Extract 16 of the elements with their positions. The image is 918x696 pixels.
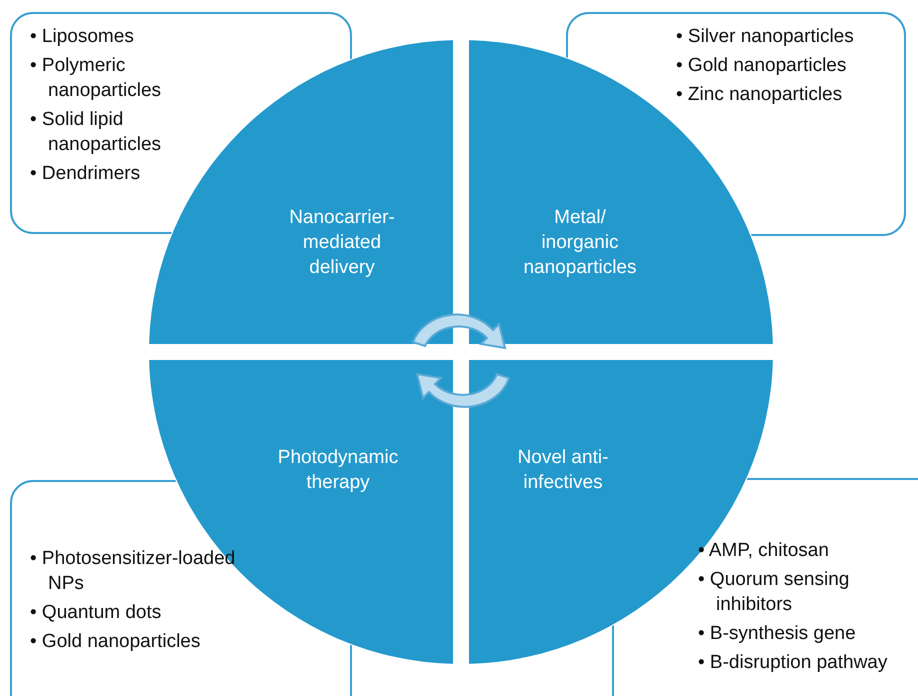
bullet-item: • Solid lipid nanoparticles bbox=[30, 108, 162, 157]
bullet-item: • Quantum dots bbox=[30, 601, 162, 625]
bullet-item: • Silver nanoparticles bbox=[676, 25, 855, 49]
bullet-item: • Gold nanoparticles bbox=[30, 630, 202, 654]
quadrant-label: Nanocarrier-mediated delivery bbox=[288, 206, 396, 280]
quadrant-label: Photodynamic therapy bbox=[276, 446, 400, 495]
bullet-item: • Polymeric nanoparticles bbox=[30, 54, 162, 103]
quadrant-label: Metal/ inorganic nanoparticles bbox=[522, 206, 638, 280]
bullet-item: • Liposomes bbox=[30, 25, 135, 49]
bullet-item: • B-disruption pathway bbox=[698, 651, 888, 675]
bullet-item: • Quorum sensing inhibitors bbox=[698, 568, 850, 617]
bullet-item: • Zinc nanoparticles bbox=[676, 83, 844, 107]
bullet-item: • Dendrimers bbox=[30, 162, 142, 186]
quadrant-label: Novel anti-infectives bbox=[516, 446, 610, 495]
bullet-item: • Gold nanoparticles bbox=[676, 54, 848, 78]
bullet-item: • B-synthesis gene bbox=[698, 622, 857, 646]
